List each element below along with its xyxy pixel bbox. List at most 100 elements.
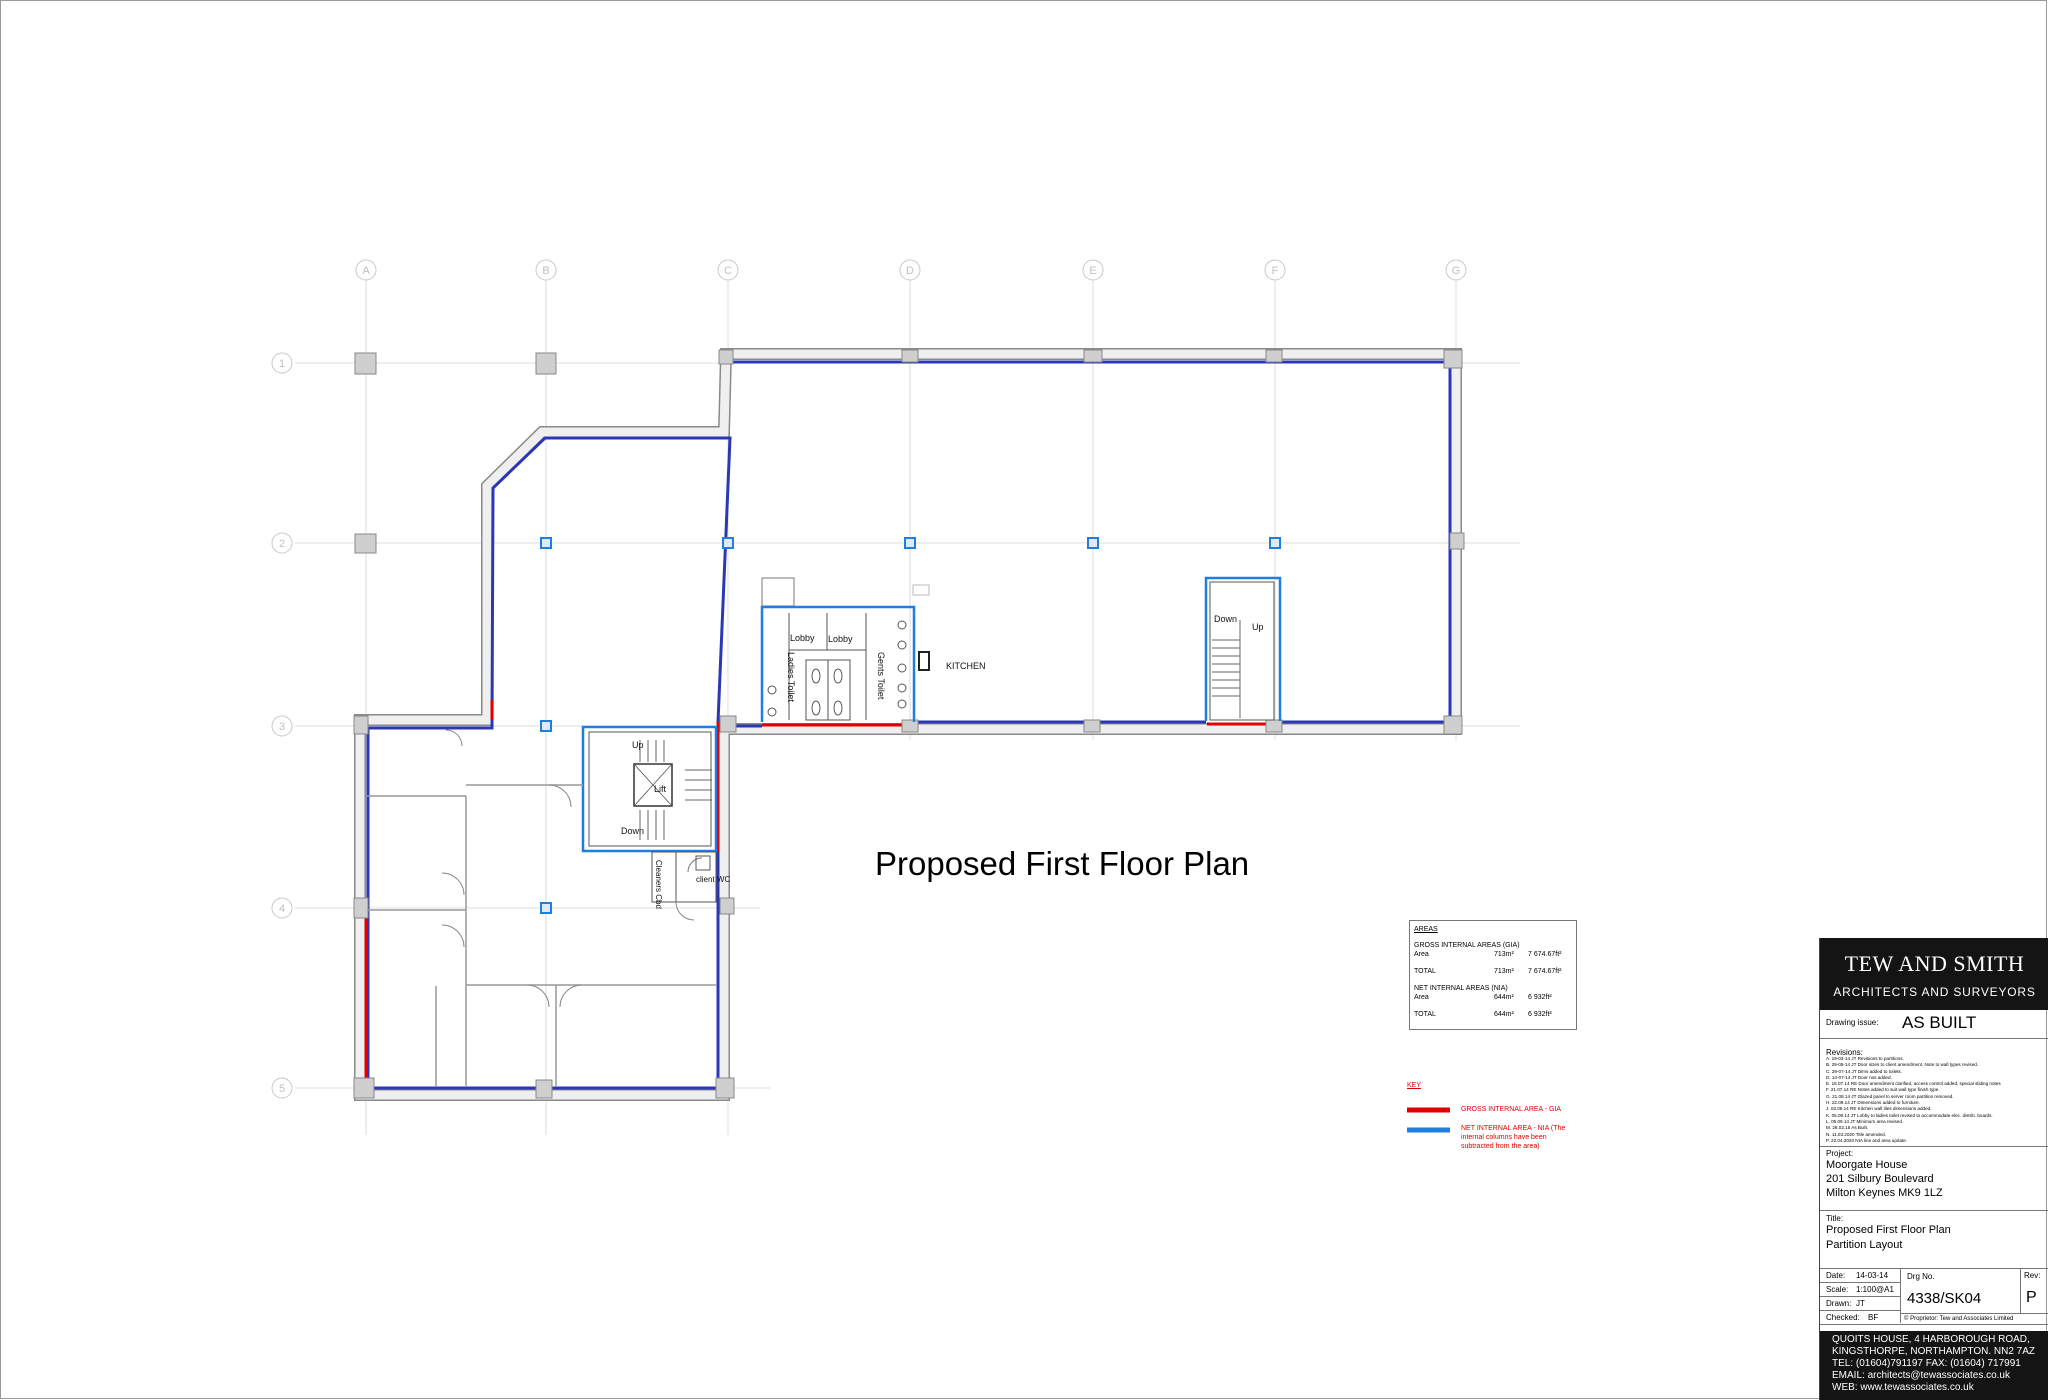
nia-total-m2: 644m² bbox=[1494, 1011, 1514, 1018]
key-nia-label-3: subtracted from the area) bbox=[1461, 1143, 1540, 1150]
revision-entry: D. 14-07-14 JT Door nos added. bbox=[1826, 1074, 1892, 1080]
drg-value: 4338/SK04 bbox=[1907, 1290, 1982, 1307]
grid-bubbles bbox=[271, 259, 1467, 1099]
revision-entry: A. 19-03-14 JT Revisions to partitions. bbox=[1826, 1056, 1904, 1061]
plan-title: Proposed First Floor Plan bbox=[875, 845, 1250, 882]
project-line-1: Moorgate House bbox=[1826, 1159, 1908, 1171]
copyright: © Proprietor: Tew and Associates Limited bbox=[1904, 1316, 2014, 1322]
key-legend: KEY GROSS INTERNAL AREA - GIA NET INTERN… bbox=[1407, 1080, 1607, 1150]
label-cleaners: Cleaners Cbd bbox=[654, 860, 663, 909]
date-label: Date: bbox=[1826, 1271, 1846, 1280]
issue-value: AS BUILT bbox=[1902, 1013, 1977, 1032]
grid-label-1: 1 bbox=[279, 358, 285, 370]
revision-entry: H. 22.09.14 JT Dimensions added to furni… bbox=[1826, 1100, 1920, 1106]
grid-labels: A B C D E F G 1 2 3 4 5 bbox=[279, 265, 1460, 1095]
grid-label-5: 5 bbox=[279, 1083, 285, 1095]
drawn-value: JT bbox=[1856, 1299, 1865, 1308]
grid-label-c: C bbox=[724, 265, 732, 277]
grid-bubble-g bbox=[1445, 259, 1467, 281]
internal-columns bbox=[540, 537, 1281, 914]
door-swings bbox=[441, 729, 695, 1008]
revision-entry: B. 29-05-14 JT Door sizes to client amen… bbox=[1826, 1062, 1979, 1068]
grid-label-e: E bbox=[1089, 265, 1096, 277]
nia-heading: NET INTERNAL AREAS (NIA) bbox=[1414, 985, 1508, 992]
grid-label-f: F bbox=[1272, 265, 1279, 277]
areas-table: AREAS GROSS INTERNAL AREAS (GIA) Area 71… bbox=[1409, 920, 1577, 1030]
grid-bubble-d bbox=[899, 259, 921, 281]
revision-entry: C. 29-07-14 JT Dims added to toilets. bbox=[1826, 1068, 1903, 1074]
revision-entry: P. 22.04.2020 NIA line and area update. bbox=[1826, 1137, 1908, 1143]
drawn-label: Drawn: bbox=[1826, 1299, 1852, 1308]
gia-total-m2: 713m² bbox=[1494, 968, 1514, 975]
title-line-1: Proposed First Floor Plan bbox=[1826, 1224, 1951, 1236]
label-gents-toilet: Gents Toilet bbox=[876, 652, 886, 700]
grid-label-2: 2 bbox=[279, 538, 285, 550]
revision-entry: M. 28.02.15 As Built. bbox=[1826, 1125, 1869, 1131]
revisions-label: Revisions: bbox=[1826, 1048, 1863, 1057]
key-nia-label-1: NET INTERNAL AREA - NIA (The bbox=[1461, 1125, 1566, 1132]
address-line-1: QUOITS HOUSE, 4 HARBOROUGH ROAD, bbox=[1832, 1334, 2030, 1345]
scale-label: Scale: bbox=[1826, 1285, 1849, 1294]
grid-bubble-4 bbox=[271, 897, 293, 919]
grid-bubble-b bbox=[535, 259, 557, 281]
revision-entry: N. 11.03.2020 Title amended. bbox=[1826, 1131, 1886, 1137]
grid-label-b: B bbox=[542, 265, 549, 277]
project-line-2: 201 Silbury Boulevard bbox=[1826, 1173, 1934, 1185]
rev-label: Rev: bbox=[2024, 1271, 2041, 1280]
label-east-down: Down bbox=[1214, 614, 1237, 624]
rev-value: P bbox=[2026, 1289, 2037, 1306]
title-block-footer: QUOITS HOUSE, 4 HARBOROUGH ROAD, KINGSTH… bbox=[1820, 1331, 2048, 1400]
revision-entry: K. 05.09.14 JT Lobby to ladies toilet re… bbox=[1826, 1112, 1993, 1118]
revision-entry: E. 16.07.14 RE Door amendment clarified,… bbox=[1826, 1081, 2001, 1087]
key-nia-label-2: internal columns have been bbox=[1461, 1134, 1547, 1141]
firm-name: TEW AND SMITH bbox=[1844, 951, 2025, 976]
columns bbox=[353, 349, 1465, 1099]
nia-area-m2: 644m² bbox=[1494, 994, 1514, 1001]
revision-entry: G. 21.08.14 JT Glazed panel to server ro… bbox=[1826, 1093, 1954, 1099]
grid-bubble-1 bbox=[271, 352, 293, 374]
date-value: 14-03-14 bbox=[1856, 1271, 1889, 1280]
nia-total-ft2: 6 932ft² bbox=[1528, 1011, 1552, 1018]
checked-label: Checked: bbox=[1826, 1313, 1860, 1322]
project-line-3: Milton Keynes MK9 1LZ bbox=[1826, 1187, 1943, 1199]
label-lobby-gents: Lobby bbox=[828, 634, 853, 644]
grid-bubble-f bbox=[1264, 259, 1286, 281]
gia-total-label: TOTAL bbox=[1414, 968, 1436, 975]
label-core-up: Up bbox=[632, 740, 644, 750]
address-line-5: WEB: www.tewassociates.co.uk bbox=[1832, 1382, 1974, 1393]
address-line-3: TEL: (01604)791197 FAX: (01604) 717991 bbox=[1832, 1358, 2021, 1369]
label-kitchen: KITCHEN bbox=[946, 661, 986, 671]
revisions-list: A. 19-03-14 JT Revisions to partitions.B… bbox=[1826, 1056, 2044, 1144]
gia-area-label: Area bbox=[1414, 951, 1429, 958]
grid-bubble-e bbox=[1082, 259, 1104, 281]
label-core-down: Down bbox=[621, 826, 644, 836]
grid-lines bbox=[295, 280, 1520, 1135]
grid-label-3: 3 bbox=[279, 721, 285, 733]
firm-subtitle: ARCHITECTS AND SURVEYORS bbox=[1833, 985, 2036, 999]
nia-area-ft2: 6 932ft² bbox=[1528, 994, 1552, 1001]
title-block-header: TEW AND SMITH ARCHITECTS AND SURVEYORS bbox=[1820, 938, 2048, 1010]
room-labels: KITCHEN Lobby Lobby Ladies Toilet Gents … bbox=[621, 614, 1264, 909]
key-heading: KEY bbox=[1407, 1082, 1422, 1089]
grid-label-g: G bbox=[1452, 265, 1461, 277]
nia-area-label: Area bbox=[1414, 994, 1429, 1001]
gia-area-ft2: 7 674.67ft² bbox=[1528, 951, 1562, 958]
nia-total-label: TOTAL bbox=[1414, 1011, 1436, 1018]
revision-entry: J. 03.09.14 RE Kitchen wall tiles dimens… bbox=[1826, 1106, 1932, 1112]
grid-bubble-c bbox=[717, 259, 739, 281]
revision-entry: L. 05.09.14 JT Minimum area revised. bbox=[1826, 1118, 1904, 1124]
label-lift: Lift bbox=[654, 784, 667, 794]
issue-label: Drawing issue: bbox=[1826, 1018, 1879, 1027]
gia-total-ft2: 7 674.67ft² bbox=[1528, 968, 1562, 975]
title-label: Title: bbox=[1826, 1214, 1844, 1223]
address-line-2: KINGSTHORPE, NORTHAMPTON. NN2 7AZ bbox=[1832, 1346, 2035, 1357]
gia-heading: GROSS INTERNAL AREAS (GIA) bbox=[1414, 942, 1520, 949]
areas-heading: AREAS bbox=[1414, 926, 1438, 933]
grid-bubble-2 bbox=[271, 532, 293, 554]
title-line-2: Partition Layout bbox=[1826, 1239, 1903, 1251]
revision-entry: F. 21.07.14 RE Notes added to suit wall … bbox=[1826, 1087, 1940, 1093]
grid-label-4: 4 bbox=[279, 903, 285, 915]
gia-area-m2: 713m² bbox=[1494, 951, 1514, 958]
checked-value: BF bbox=[1868, 1313, 1879, 1322]
